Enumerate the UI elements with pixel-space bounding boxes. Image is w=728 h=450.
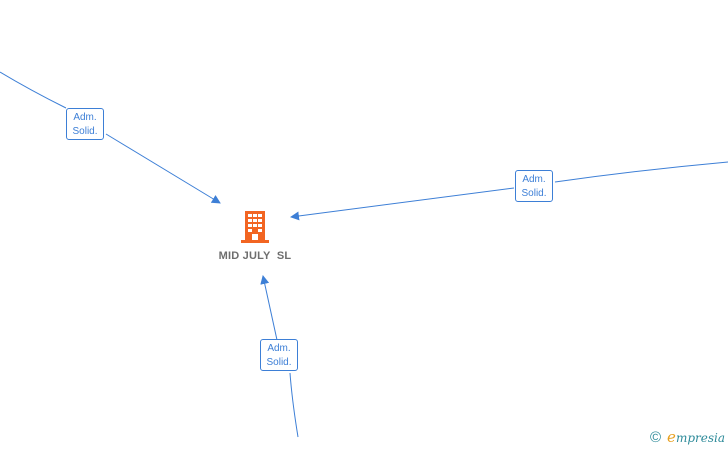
copyright-symbol: © xyxy=(649,428,662,446)
relation-role: Adm. xyxy=(267,343,291,354)
empresia-logo: empresia xyxy=(667,428,725,446)
edge-top-left xyxy=(0,71,220,203)
company-node[interactable]: MID JULY SL xyxy=(205,208,305,262)
edge-right xyxy=(291,161,728,217)
company-name: MID JULY SL xyxy=(218,250,292,262)
relation-role: Adm. xyxy=(73,112,97,123)
relation-role: Adm. xyxy=(522,174,546,185)
relation-type: Solid. xyxy=(521,188,547,199)
relation-label-right[interactable]: Adm. Solid. xyxy=(515,170,553,202)
edge-bottom xyxy=(263,276,299,438)
relation-label-top-left[interactable]: Adm. Solid. xyxy=(66,108,104,140)
logo-initial: e xyxy=(667,428,676,446)
logo-rest: mpresia xyxy=(675,431,725,445)
empresia-brand: © empresia xyxy=(650,428,725,446)
relation-label-bottom[interactable]: Adm. Solid. xyxy=(260,339,298,371)
relation-type: Solid. xyxy=(266,357,292,368)
relation-type: Solid. xyxy=(72,126,98,137)
building-icon xyxy=(241,211,269,243)
